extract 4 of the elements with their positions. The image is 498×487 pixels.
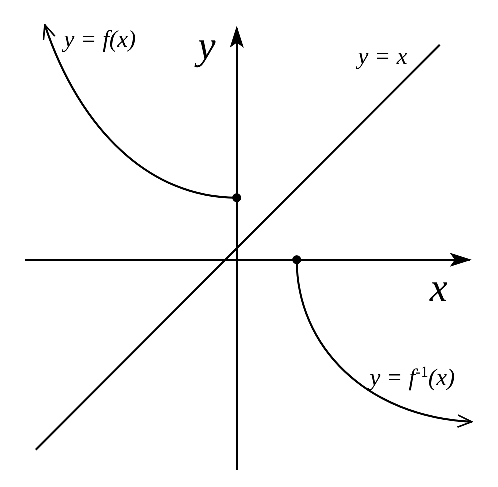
function-label: y = f$^{-1}$(x): [370, 365, 456, 391]
function-label: y = f(x): [64, 28, 136, 52]
function-label: y = x: [358, 45, 408, 69]
axis-label: x: [430, 268, 448, 308]
